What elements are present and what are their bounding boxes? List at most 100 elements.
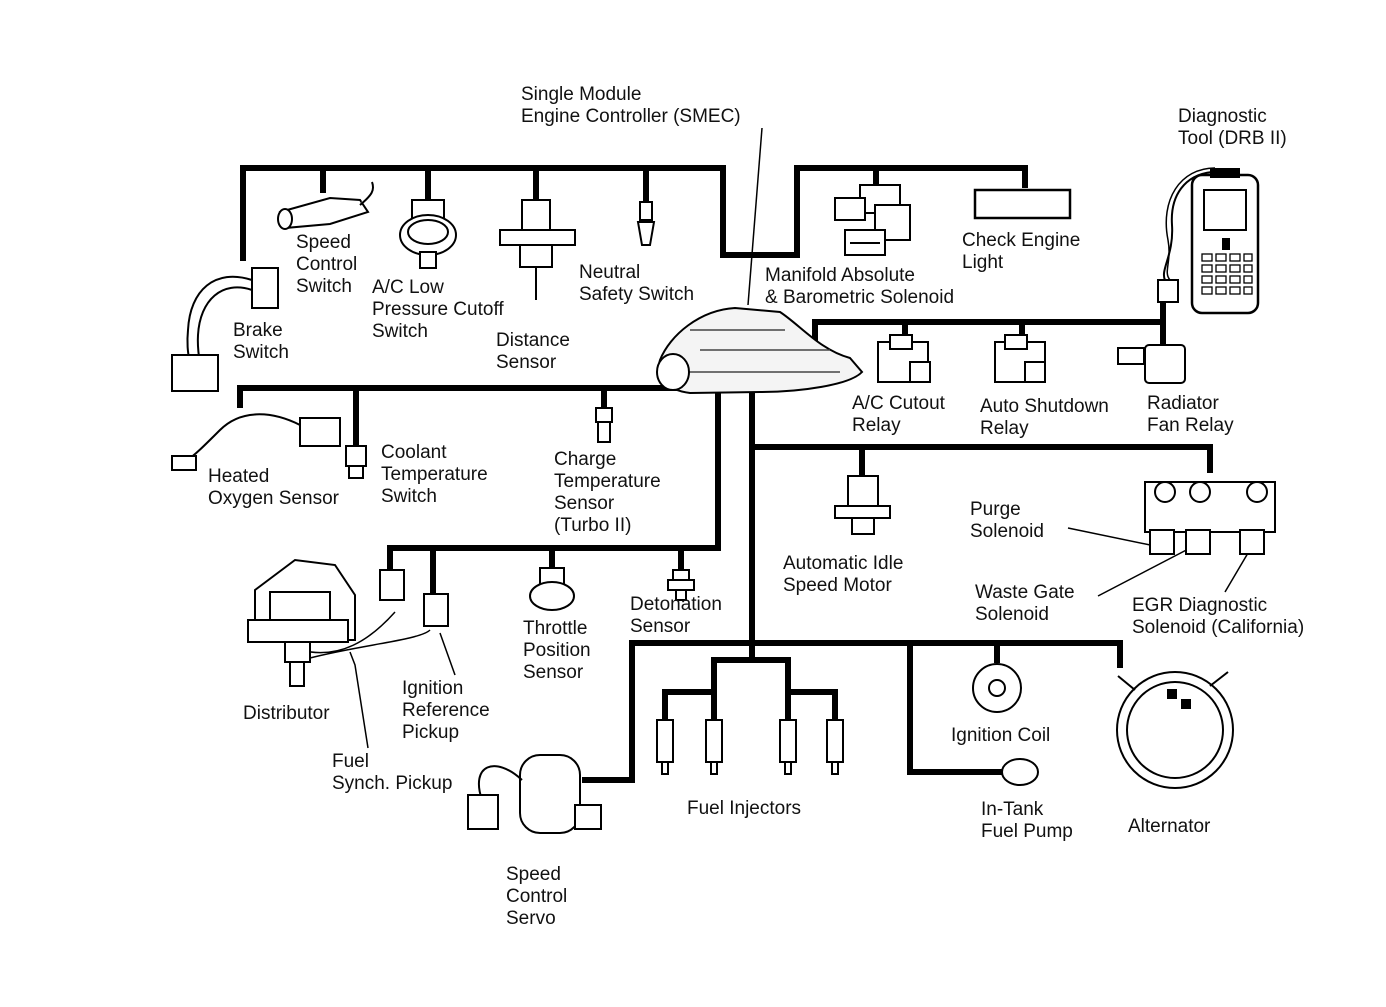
injector-harness <box>662 640 755 723</box>
ignition-coil-device <box>972 663 1022 713</box>
label-line: & Barometric Solenoid <box>765 287 955 308</box>
smec-leader <box>747 127 763 306</box>
waste-gate-leader <box>1097 544 1197 597</box>
label-line: Radiator <box>1147 393 1219 414</box>
label-line: Auto Shutdown <box>980 396 1109 417</box>
label-line: Ignition <box>402 678 464 699</box>
label-line: Fuel Pump <box>981 821 1073 842</box>
label-line: Switch <box>233 342 289 363</box>
fuel-synch-leader <box>349 651 369 749</box>
detonation-device <box>667 569 695 601</box>
label-line: Oxygen Sensor <box>208 488 339 509</box>
leader-lines <box>299 127 1249 749</box>
label-line: Control <box>506 886 568 907</box>
ac-cutout-relay-device <box>877 334 931 383</box>
label-line: Sensor <box>554 493 615 514</box>
charge-temp-device <box>595 407 613 443</box>
radiator-fan-relay-device <box>1117 344 1186 384</box>
fuel-pump-device <box>1001 758 1039 786</box>
oxygen-sensor-device <box>171 413 341 471</box>
coolant-switch-device <box>345 445 367 479</box>
smec-label-line2: Engine Controller (SMEC) <box>521 106 741 127</box>
tap-alternator <box>907 640 1123 668</box>
idle-speed-motor-device <box>834 475 891 535</box>
injector-harness-right <box>749 657 838 723</box>
ac-low-pressure-device <box>399 199 457 269</box>
label-line: Throttle <box>523 618 588 639</box>
map-solenoid-device <box>834 184 911 256</box>
throttle-position-device <box>529 567 575 611</box>
label-line: Control <box>296 254 358 275</box>
upper-left-bus <box>240 165 748 261</box>
harness-lines <box>237 165 1213 783</box>
label-line: Fan Relay <box>1147 415 1234 436</box>
label-line: Tool (DRB II) <box>1178 128 1287 149</box>
label-line: Manifold Absolute <box>765 265 915 286</box>
label-line: Temperature <box>381 464 488 485</box>
label-line: Safety Switch <box>579 284 695 305</box>
auto-shutdown-relay-device <box>994 334 1046 383</box>
label-line: Solenoid <box>970 521 1044 542</box>
fuel-injectors-device <box>656 719 844 775</box>
label-line: Position <box>523 640 591 661</box>
label-line: Solenoid (California) <box>1132 617 1305 638</box>
label-line: Speed <box>296 232 351 253</box>
label-line: Switch <box>372 321 428 342</box>
label-line: A/C Low <box>372 277 444 298</box>
label-line: Coolant <box>381 442 447 463</box>
label-line: Automatic Idle <box>783 553 904 574</box>
relay-bus <box>812 300 1166 355</box>
smec-label-line1: Single Module <box>521 84 642 105</box>
label-line: Distance <box>496 330 570 351</box>
purge-leader <box>1067 527 1156 547</box>
neutral-safety-device <box>636 201 656 246</box>
label-line: Brake <box>233 320 283 341</box>
bottom-bus <box>582 640 1003 783</box>
label-line: In-Tank <box>981 799 1044 820</box>
left-sensor-bus <box>237 385 683 408</box>
label-line: Check Engine <box>962 230 1081 251</box>
label-line: Switch <box>381 486 437 507</box>
label-line: Relay <box>980 418 1029 439</box>
label-line: Pickup <box>402 722 460 743</box>
label-line: Pressure Cutoff <box>372 299 504 320</box>
distributor-device <box>247 558 449 687</box>
label-line: Detonation <box>630 594 722 615</box>
ignition-ref-leader <box>439 632 456 676</box>
label-line: Fuel Injectors <box>687 798 802 819</box>
label-line: EGR Diagnostic <box>1132 595 1268 616</box>
label-line: Purge <box>970 499 1021 520</box>
label-line: Fuel <box>332 751 369 772</box>
label-line: Alternator <box>1128 816 1211 837</box>
label-ignition-coil: Ignition Coil <box>951 725 1050 747</box>
label-line: Charge <box>554 449 617 470</box>
label-manifold-absolute-barometric-solenoid: Manifold Absolute& Barometric Solenoid <box>765 265 954 309</box>
label-fuel-injectors: Fuel Injectors <box>687 798 801 820</box>
label-line: Temperature <box>554 471 661 492</box>
egr-leader <box>1224 552 1249 593</box>
label-distributor: Distributor <box>243 703 330 725</box>
label-line: (Turbo II) <box>554 515 632 536</box>
right-trunk <box>749 392 1213 473</box>
distributor-pickup-wires <box>299 611 431 659</box>
